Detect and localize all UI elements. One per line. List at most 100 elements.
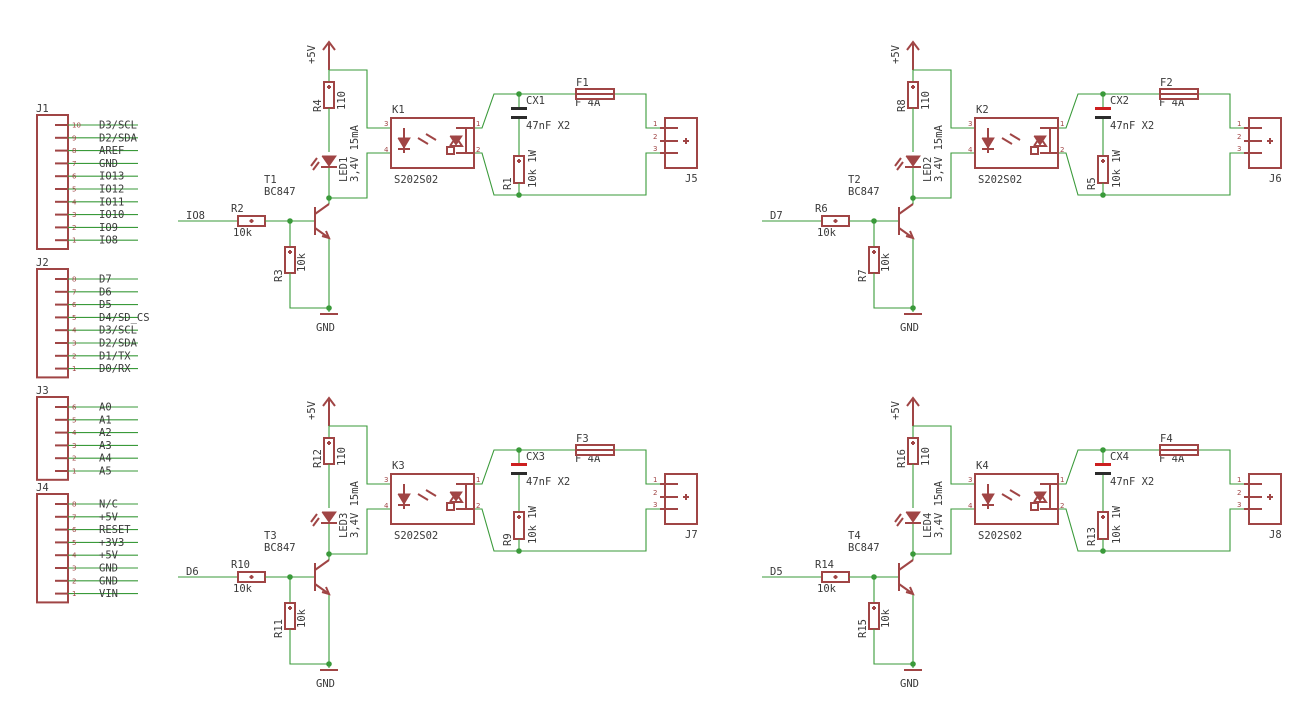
header-pin-number: 8 (72, 501, 76, 509)
relay-pin-number: 3 (968, 120, 972, 128)
relay-ray (1009, 133, 1021, 141)
wire (474, 449, 519, 485)
terminal-ref: J6 (1269, 173, 1282, 185)
fuse-f3 (575, 444, 615, 456)
led-ray (312, 517, 320, 527)
header-pin-label: N/C (99, 499, 118, 511)
wire (913, 152, 975, 199)
resistor-ref: R9 (502, 533, 514, 546)
relay-body (974, 117, 1059, 169)
relay-pin-number: 3 (384, 120, 388, 128)
terminal-j8: 123 (1237, 473, 1282, 525)
capacitor-plate (1095, 107, 1111, 110)
relay-ray (417, 493, 429, 501)
wire (1103, 508, 1244, 552)
wire (519, 152, 660, 196)
header-pin-number: 4 (72, 429, 77, 437)
header-pin-label: +3V3 (99, 537, 124, 549)
header-pin-label: VIN (99, 588, 118, 600)
junction-dot (326, 305, 332, 311)
resistor-value: 10k (296, 608, 308, 628)
header-pin-number: 9 (72, 134, 76, 142)
header-pin-number: 5 (72, 416, 76, 424)
wire (1103, 152, 1244, 196)
resistor-ref: R1 (502, 177, 514, 190)
header-pin-number: 1 (72, 590, 76, 598)
capacitor-plate (511, 107, 527, 110)
relay-pin-number: 3 (384, 476, 388, 484)
resistor-value: 10k 1W (1111, 149, 1123, 188)
transistor-t4 (898, 559, 915, 596)
header-pin-label: A2 (99, 427, 112, 439)
fuse-ref: F4 (1160, 433, 1173, 445)
header-pin-label: A1 (99, 414, 112, 426)
led-led3 (310, 511, 337, 527)
header-pin-number: 3 (72, 211, 76, 219)
capacitor-value: 47nF X2 (526, 120, 570, 132)
header-pin-number: 7 (72, 160, 76, 168)
resistor-ref: R7 (857, 269, 869, 282)
terminal-pin-number: 1 (653, 476, 657, 484)
resistor-value: 110 (336, 447, 348, 466)
relay-ray (1001, 493, 1013, 501)
capacitor-ref: CX3 (526, 451, 545, 463)
led-ref: LED1 (338, 157, 350, 182)
header-ref: J4 (36, 482, 49, 494)
header-pin-number: 1 (72, 468, 76, 476)
led-led2 (894, 155, 921, 171)
relay-ray (1001, 137, 1013, 145)
capacitor-plate (1095, 472, 1111, 475)
relay-pin-number: 2 (476, 146, 480, 154)
fuse-f2 (1159, 88, 1199, 100)
resistor-ref: R4 (312, 99, 324, 112)
terminal-pin-number: 2 (1237, 489, 1241, 497)
header-pin-number: 3 (72, 565, 76, 573)
relay-ref: K3 (392, 460, 405, 472)
resistor-ref: R14 (815, 559, 834, 571)
resistor-ref: R8 (896, 99, 908, 112)
header-pin-number: 2 (72, 455, 76, 463)
header-pin-number: 3 (72, 442, 76, 450)
header-pin-number: 3 (72, 340, 76, 348)
led-ref: LED3 (338, 513, 350, 538)
resistor-value: 10k (296, 252, 308, 272)
wire (913, 425, 975, 485)
transistor-arrow (321, 586, 331, 596)
header-pin-label: A5 (99, 466, 112, 478)
wire (873, 629, 913, 665)
header-pin-label: D2/SDA (99, 132, 138, 144)
transistor-t1 (314, 203, 331, 240)
relay-ref: K1 (392, 104, 405, 116)
capacitor-cx1 (511, 107, 527, 119)
relay-ref: K2 (976, 104, 989, 116)
header-pin-label: IO8 (99, 235, 118, 247)
input-label: D7 (770, 210, 783, 222)
capacitor-plate (511, 472, 527, 475)
header-pin-label: D4/SD_CS (99, 312, 150, 324)
wire (329, 508, 391, 555)
capacitor-value: 47nF X2 (1110, 476, 1154, 488)
header-pin-label: AREF (99, 145, 124, 157)
resistor-value: 10k (817, 583, 837, 595)
capacitor-plate (511, 463, 527, 466)
transistor-collector (898, 559, 914, 571)
wire (329, 425, 391, 485)
header-pin-number: 4 (72, 198, 77, 206)
wire (913, 69, 975, 129)
resistor-ref: R11 (273, 619, 285, 638)
wire (614, 93, 660, 129)
relay-pin-number: 1 (476, 120, 480, 128)
header-pin-label: IO12 (99, 184, 124, 196)
capacitor-plate (511, 116, 527, 119)
relay-pin-number: 2 (1060, 502, 1064, 510)
header-pin-label: IO11 (99, 196, 124, 208)
transistor-ref: T4 (848, 530, 861, 542)
resistor-ref: R6 (815, 203, 828, 215)
transistor-ref: T1 (264, 174, 277, 186)
led-led1 (310, 155, 337, 171)
header-pin-label: +5V (99, 511, 119, 523)
